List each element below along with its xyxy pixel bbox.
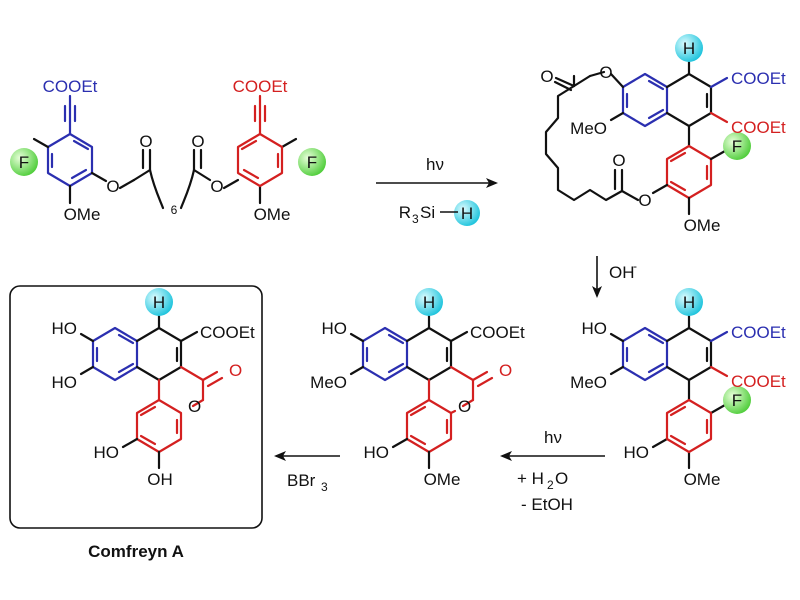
step-1-condition: hν bbox=[426, 155, 444, 174]
diester-ester-top: COOEt bbox=[731, 323, 786, 342]
product-name: Comfreyn A bbox=[88, 542, 184, 561]
lactone-carbonyl-o: O bbox=[499, 361, 512, 380]
step-4-reagent-subscript: 3 bbox=[321, 480, 328, 494]
lactone-h: H bbox=[423, 293, 435, 312]
step-1-reagent-subscript: 3 bbox=[412, 212, 419, 226]
start-carbonyl-o-right: O bbox=[191, 132, 204, 151]
diester-intermediate: H HO MeO COOEt COOEt F HO OMe bbox=[570, 288, 786, 489]
lactone-ring-o: O bbox=[458, 397, 471, 416]
product-ester: COOEt bbox=[200, 323, 255, 342]
product-hydroxy-3: HO bbox=[94, 443, 120, 462]
step-3: hν + H 2 O - EtOH bbox=[500, 428, 605, 514]
product-hydroxy-1: HO bbox=[52, 319, 78, 338]
diester-hydroxy: HO bbox=[582, 319, 608, 338]
diester-hydroxy-bottom: HO bbox=[624, 443, 650, 462]
start-fluorine-left: F bbox=[19, 153, 29, 172]
step-3-remove: - EtOH bbox=[521, 495, 573, 514]
hydrogen-highlight-lactone bbox=[415, 288, 443, 316]
lactone-hydroxy: HO bbox=[322, 319, 348, 338]
hydrogen-highlight-reagent bbox=[454, 200, 480, 226]
fluorine-highlight-macrocycle bbox=[723, 132, 751, 160]
start-fluorine-right: F bbox=[307, 153, 317, 172]
start-chain-count: 6 bbox=[171, 203, 178, 217]
macrocycle-intermediate: H COOEt COOEt MeO F OMe O O O O bbox=[540, 34, 786, 235]
start-ester-right: COOEt bbox=[233, 77, 288, 96]
product-h: H bbox=[153, 293, 165, 312]
starting-material: COOEt COOEt F F O O O O 6 OMe OMe bbox=[10, 77, 326, 224]
hydrogen-highlight-diester bbox=[675, 288, 703, 316]
macrocycle-ester-top: COOEt bbox=[731, 69, 786, 88]
macrocycle-fluorine: F bbox=[732, 137, 742, 156]
macrocycle-methoxy-left: MeO bbox=[570, 119, 607, 138]
product-box bbox=[9, 285, 263, 529]
diester-fluorine: F bbox=[732, 391, 742, 410]
step-3-add: + H bbox=[517, 469, 544, 488]
step-2-reagent: OH bbox=[609, 263, 635, 282]
start-ether-o-right: O bbox=[210, 177, 223, 196]
step-1: hν R 3 Si H bbox=[376, 155, 498, 226]
fluorine-highlight-diester bbox=[723, 386, 751, 414]
step-2-charge: - bbox=[633, 259, 637, 273]
macrocycle-ether-o-bottom: O bbox=[638, 191, 651, 210]
lactone-hydroxy-bottom: HO bbox=[364, 443, 390, 462]
step-1-reagent-h: H bbox=[461, 204, 473, 223]
lactone-intermediate: H HO MeO COOEt O O HO OMe bbox=[310, 288, 525, 489]
hydrogen-highlight-product bbox=[145, 288, 173, 316]
step-1-reagent-si: Si bbox=[420, 203, 435, 222]
hydrogen-highlight-macrocycle bbox=[675, 34, 703, 62]
lactone-methoxy: MeO bbox=[310, 373, 347, 392]
step-4: BBr 3 bbox=[274, 451, 340, 494]
macrocycle-methoxy-bottom: OMe bbox=[684, 216, 721, 235]
start-methoxy-right: OMe bbox=[254, 205, 291, 224]
start-carbonyl-o-left: O bbox=[139, 132, 152, 151]
lactone-methoxy-bottom: OMe bbox=[424, 470, 461, 489]
diester-ester-bottom: COOEt bbox=[731, 372, 786, 391]
product-carbonyl-o: O bbox=[229, 361, 242, 380]
step-2: OH - bbox=[592, 256, 637, 298]
product-comfreyn-a: H HO HO COOEt O O HO OH Comfreyn A bbox=[9, 285, 263, 561]
macrocycle-carbonyl-o-top: O bbox=[540, 67, 553, 86]
start-right-ring bbox=[236, 94, 284, 188]
lactone-ester: COOEt bbox=[470, 323, 525, 342]
step-4-reagent: BBr bbox=[287, 471, 316, 490]
step-1-reagent-r: R bbox=[399, 203, 411, 222]
fluorine-highlight-left bbox=[10, 148, 38, 176]
step-3-add-tail: O bbox=[555, 469, 568, 488]
start-ester-left: COOEt bbox=[43, 77, 98, 96]
product-hydroxy-2: HO bbox=[52, 373, 78, 392]
macrocycle-ether-o-top: O bbox=[599, 63, 612, 82]
fluorine-highlight-right bbox=[298, 148, 326, 176]
start-ether-o-left: O bbox=[106, 177, 119, 196]
diester-h: H bbox=[683, 293, 695, 312]
diester-methoxy: MeO bbox=[570, 373, 607, 392]
step-3-add-subscript: 2 bbox=[547, 478, 554, 492]
diester-methoxy-bottom: OMe bbox=[684, 470, 721, 489]
macrocycle-carbonyl-o-bottom: O bbox=[612, 151, 625, 170]
start-methoxy-left: OMe bbox=[64, 205, 101, 224]
macrocycle-ester-bottom: COOEt bbox=[731, 118, 786, 137]
start-left-ring bbox=[46, 132, 94, 188]
product-hydroxy-4: OH bbox=[147, 470, 173, 489]
step-3-condition: hν bbox=[544, 428, 562, 447]
macrocycle-h: H bbox=[683, 39, 695, 58]
product-ring-o: O bbox=[188, 397, 201, 416]
